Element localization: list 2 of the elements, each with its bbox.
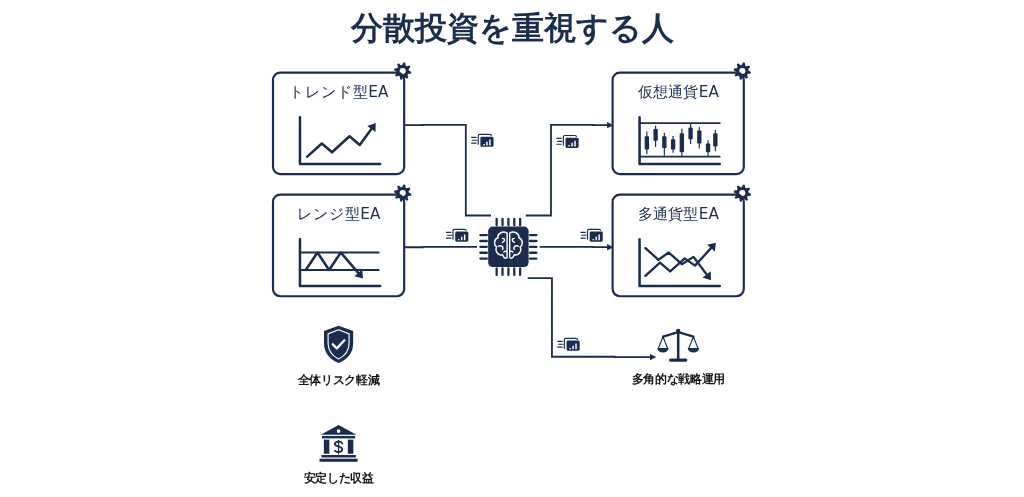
title: 分散投資を重視する人 [350, 8, 674, 49]
node-picture [477, 215, 540, 279]
